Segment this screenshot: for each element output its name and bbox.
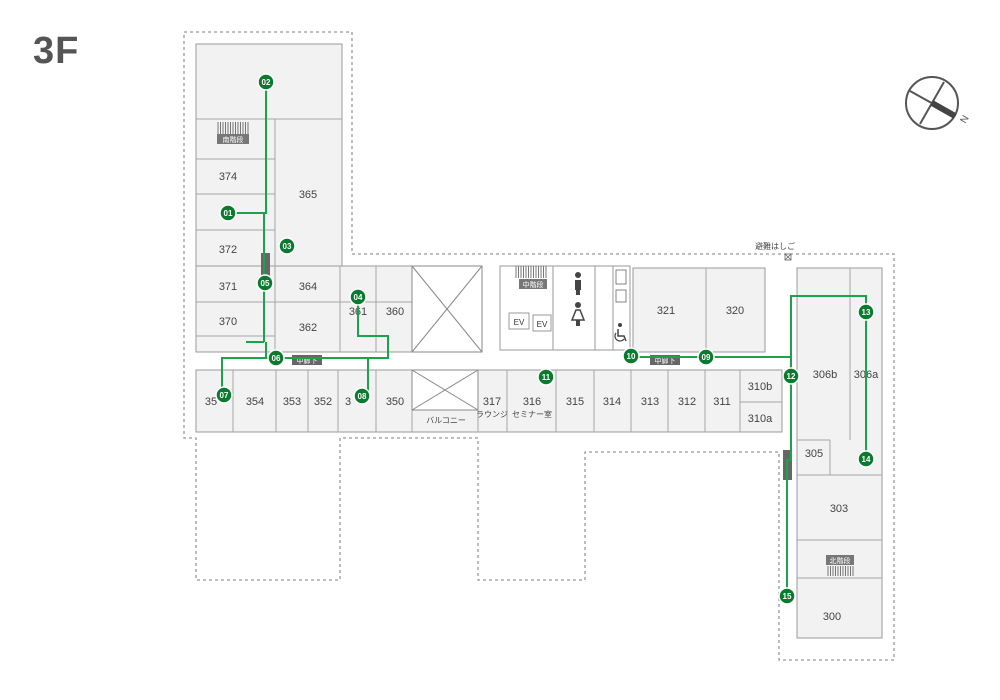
room-label: 352 — [314, 396, 332, 408]
marker-04[interactable]: 04 — [349, 288, 367, 306]
south-stairs-label: 南階段 — [223, 135, 244, 144]
room-labels: 374 365 372 371 364 370 362 361 360 35 3… — [205, 171, 879, 623]
room-label: 316 — [523, 396, 541, 408]
marker-07[interactable]: 07 — [215, 386, 233, 404]
marker-01[interactable]: 01 — [219, 204, 237, 222]
ev-label: EV — [537, 320, 548, 329]
marker-03[interactable]: 03 — [278, 237, 296, 255]
marker-02[interactable]: 02 — [257, 73, 275, 91]
marker-05[interactable]: 05 — [256, 274, 274, 292]
seminar-label: セミナー室 — [512, 409, 552, 419]
svg-text:06: 06 — [272, 354, 281, 363]
voids — [411, 265, 483, 411]
room-label: 306b — [813, 369, 837, 381]
marker-06[interactable]: 06 — [267, 349, 285, 367]
room-label: 350 — [386, 396, 404, 408]
accessible-toilet-icon — [614, 323, 627, 342]
room-label: 313 — [641, 396, 659, 408]
marker-12[interactable]: 12 — [782, 367, 800, 385]
marker-14[interactable]: 14 — [857, 450, 875, 468]
svg-text:13: 13 — [862, 308, 871, 317]
route-markers: 01 02 03 04 05 06 07 08 09 10 11 12 13 1… — [215, 73, 875, 605]
corridor-east-label: 中廊下 — [655, 356, 676, 365]
nursing-icon — [615, 269, 627, 303]
svg-text:05: 05 — [261, 279, 270, 288]
room-label: 310b — [748, 381, 772, 393]
room-label: 360 — [386, 306, 404, 318]
room-label: 305 — [805, 448, 823, 460]
room-label: 312 — [678, 396, 696, 408]
svg-text:14: 14 — [862, 455, 871, 464]
svg-text:04: 04 — [354, 293, 363, 302]
site-outline — [183, 31, 895, 661]
room-label: 365 — [299, 189, 317, 201]
north-stairs-label: 北階段 — [830, 556, 851, 565]
svg-text:03: 03 — [283, 242, 292, 251]
restroom-icons — [570, 269, 627, 342]
room-label: 354 — [246, 396, 264, 408]
room-label: 320 — [726, 305, 744, 317]
svg-text:08: 08 — [358, 392, 367, 401]
room-label: 364 — [299, 281, 317, 293]
room-label: 311 — [713, 396, 731, 408]
room-label: 3 — [345, 396, 351, 408]
elevators: EV EV — [514, 318, 548, 329]
room-label: 372 — [219, 244, 237, 256]
marker-09[interactable]: 09 — [697, 348, 715, 366]
marker-10[interactable]: 10 — [622, 347, 640, 365]
room-label: 370 — [219, 316, 237, 328]
svg-text:10: 10 — [627, 352, 636, 361]
lounge-label: ラウンジ — [476, 410, 508, 419]
female-toilet-icon — [570, 302, 586, 326]
corridor-west-label: 中廊下 — [297, 356, 318, 365]
room-label: 35 — [205, 396, 217, 408]
room-label: 374 — [219, 171, 237, 183]
room-label: 321 — [657, 305, 675, 317]
svg-text:11: 11 — [542, 373, 551, 382]
marker-15[interactable]: 15 — [778, 587, 796, 605]
core — [499, 265, 631, 351]
floor-label: 3F — [33, 30, 80, 72]
balcony-label: バルコニー — [426, 416, 466, 425]
stair-hatch — [217, 122, 854, 576]
room-label: 300 — [823, 611, 841, 623]
svg-text:12: 12 — [787, 372, 796, 381]
ev-label: EV — [514, 318, 525, 327]
emergency-ladder: 避難はしご — [755, 241, 795, 261]
room-label: 310a — [748, 413, 773, 425]
svg-text:15: 15 — [783, 592, 792, 601]
marker-13[interactable]: 13 — [857, 303, 875, 321]
marker-08[interactable]: 08 — [353, 387, 371, 405]
room-label: 314 — [603, 396, 621, 408]
room-label: 303 — [830, 503, 848, 515]
room-label: 317 — [483, 396, 501, 408]
room-label: 371 — [219, 281, 237, 293]
svg-text:07: 07 — [220, 391, 229, 400]
svg-text:02: 02 — [262, 78, 271, 87]
emergency-ladder-label: 避難はしご — [755, 241, 795, 251]
room-sublabels: ラウンジ セミナー室 バルコニー — [426, 409, 552, 425]
compass-icon: N — [905, 76, 972, 130]
marker-11[interactable]: 11 — [537, 368, 555, 386]
room-label: 353 — [283, 396, 301, 408]
compass-label: N — [959, 114, 972, 126]
room-label: 315 — [566, 396, 584, 408]
middle-stairs-label: 中階段 — [523, 280, 544, 289]
svg-text:09: 09 — [702, 353, 711, 362]
male-toilet-icon — [575, 272, 581, 295]
room-label: 362 — [299, 322, 317, 334]
svg-text:01: 01 — [224, 209, 233, 218]
